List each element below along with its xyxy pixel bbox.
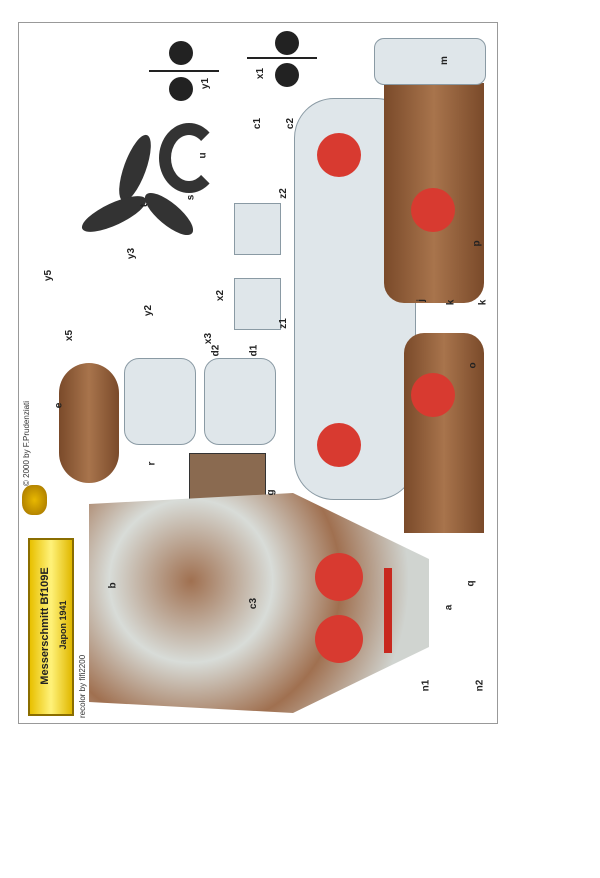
title: Messerschmitt Bf109E	[39, 567, 51, 685]
roundel	[315, 553, 363, 601]
label-o: o	[467, 362, 479, 369]
label-x3: x3	[203, 332, 215, 345]
tail-stripe	[384, 568, 392, 653]
label-y5: y5	[43, 269, 55, 282]
part-d1	[204, 358, 276, 445]
label-c1: c1	[252, 117, 264, 130]
emblem	[22, 485, 47, 515]
roundel	[317, 133, 361, 177]
label-k: k	[445, 299, 457, 306]
part-e	[59, 363, 119, 483]
roundel	[315, 615, 363, 663]
label-x5: x5	[64, 329, 76, 342]
label-q: q	[465, 580, 477, 587]
part-z1	[234, 278, 281, 330]
wheel-part-x1	[247, 31, 317, 91]
label-y1: y1	[200, 77, 212, 90]
label-j: j	[415, 299, 427, 302]
label-y2: y2	[143, 304, 155, 317]
wing-part-o	[404, 333, 484, 533]
label-g: g	[265, 489, 277, 496]
label-e: e	[53, 402, 65, 409]
model-sheet	[18, 22, 498, 724]
part-m	[374, 38, 486, 85]
copyright: © 2000 by F.Prudenziati	[22, 400, 31, 486]
label-n1: n1	[420, 679, 432, 692]
roundel	[317, 423, 361, 467]
label-x2: x2	[215, 289, 227, 302]
part-d2	[124, 358, 196, 445]
label-u: u	[197, 152, 209, 159]
label-k: k	[477, 299, 489, 306]
label-t: t	[139, 203, 151, 208]
label-d2: d2	[210, 344, 222, 357]
label-x1: x1	[255, 67, 267, 80]
label-b: b	[107, 582, 119, 589]
recolor-credit: recolor by fifi2200	[78, 654, 87, 718]
label-r: r	[146, 461, 158, 466]
label-z2: z2	[277, 188, 289, 199]
label-c2: c2	[285, 117, 297, 130]
wheel-part-y1	[149, 41, 219, 101]
subtitle: Japon 1941	[58, 600, 68, 650]
label-m: m	[438, 56, 450, 65]
label-z1: z1	[277, 318, 289, 329]
label-c3: c3	[248, 597, 260, 610]
label-n2: n2	[474, 679, 486, 692]
label-s: s	[185, 194, 197, 201]
label-d1: d1	[248, 344, 260, 357]
roundel	[411, 373, 455, 417]
title-plate: Messerschmitt Bf109E Japon 1941	[28, 538, 74, 716]
cowl-ring-part-u	[159, 123, 219, 193]
label-y3: y3	[126, 247, 138, 260]
label-p: p	[471, 240, 483, 247]
label-a: a	[443, 604, 455, 611]
part-z2	[234, 203, 281, 255]
roundel	[411, 188, 455, 232]
